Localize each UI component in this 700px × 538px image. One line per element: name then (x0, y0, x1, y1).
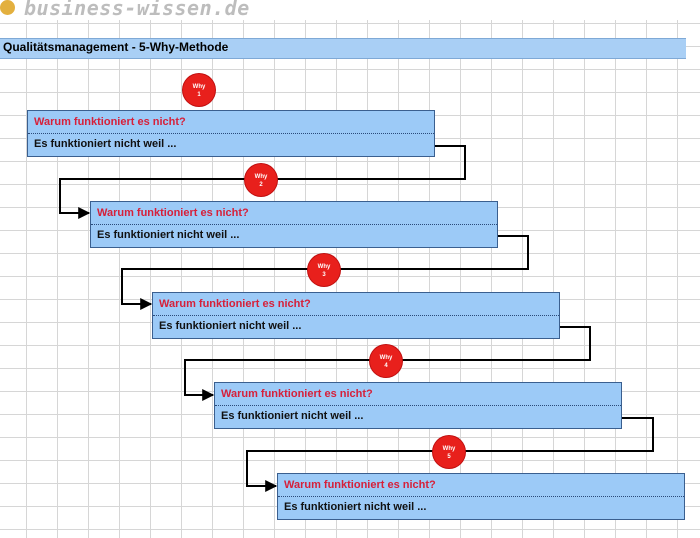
divider (278, 496, 684, 497)
why-box-5: Warum funktioniert es nicht? Es funktion… (277, 473, 685, 520)
divider (153, 315, 559, 316)
why-question: Warum funktioniert es nicht? (97, 207, 249, 219)
badge-number: 3 (322, 272, 326, 278)
logo-dot-icon (0, 0, 15, 15)
badge-number: 4 (384, 363, 388, 369)
badge-word: Why (192, 84, 206, 90)
why-badge-5: Why 5 (433, 436, 465, 468)
why-answer: Es funktioniert nicht weil ... (284, 501, 427, 513)
badge-word: Why (442, 446, 456, 452)
why-box-1: Warum funktioniert es nicht? Es funktion… (27, 110, 435, 157)
badge-word: Why (317, 264, 331, 270)
why-box-4: Warum funktioniert es nicht? Es funktion… (214, 382, 622, 429)
why-answer: Es funktioniert nicht weil ... (159, 320, 302, 332)
logo-text: business-wissen.de (24, 0, 250, 20)
badge-word: Why (254, 174, 268, 180)
badge-number: 2 (259, 182, 263, 188)
why-question: Warum funktioniert es nicht? (221, 388, 373, 400)
why-badge-1: Why 1 (183, 74, 215, 106)
page-title: Qualitätsmanagement - 5-Why-Methode (3, 40, 229, 54)
why-answer: Es funktioniert nicht weil ... (221, 410, 364, 422)
why-badge-2: Why 2 (245, 164, 277, 196)
why-box-3: Warum funktioniert es nicht? Es funktion… (152, 292, 560, 339)
divider (215, 405, 621, 406)
divider (91, 224, 497, 225)
logo: business-wissen.de (0, 0, 700, 20)
badge-number: 1 (197, 92, 201, 98)
why-question: Warum funktioniert es nicht? (34, 116, 186, 128)
why-answer: Es funktioniert nicht weil ... (97, 229, 240, 241)
why-badge-3: Why 3 (308, 254, 340, 286)
badge-number: 5 (447, 454, 451, 460)
why-answer: Es funktioniert nicht weil ... (34, 138, 177, 150)
why-question: Warum funktioniert es nicht? (159, 298, 311, 310)
divider (28, 133, 434, 134)
why-badge-4: Why 4 (370, 345, 402, 377)
why-box-2: Warum funktioniert es nicht? Es funktion… (90, 201, 498, 248)
why-question: Warum funktioniert es nicht? (284, 479, 436, 491)
badge-word: Why (379, 355, 393, 361)
title-bar: Qualitätsmanagement - 5-Why-Methode (0, 38, 686, 59)
